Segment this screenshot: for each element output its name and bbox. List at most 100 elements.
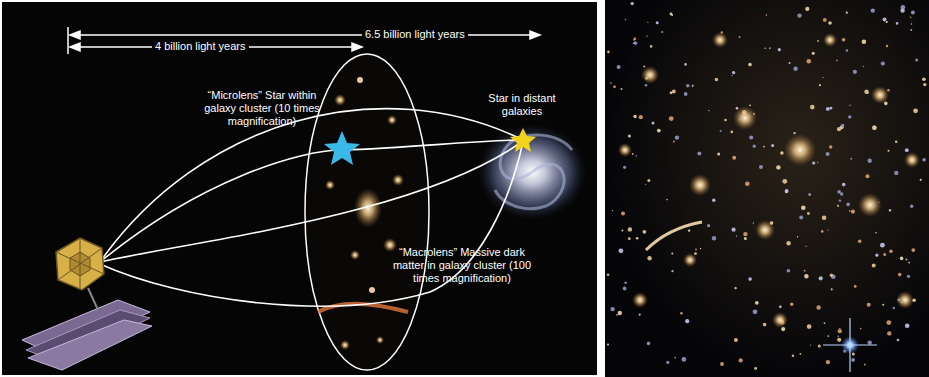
photo-galaxy [805, 7, 809, 11]
photo-galaxy [643, 230, 647, 234]
photo-galaxy [812, 52, 815, 55]
photo-galaxy [652, 121, 655, 124]
photo-galaxy [894, 171, 898, 175]
photo-galaxy [753, 309, 758, 314]
photo-galaxy [829, 145, 832, 148]
photo-galaxy [793, 67, 797, 71]
photo-galaxy [886, 320, 891, 325]
photo-galaxy [633, 115, 636, 118]
photo-galaxy [850, 158, 852, 160]
photo-galaxy [922, 77, 926, 81]
photo-galaxy [776, 165, 780, 169]
photo-galaxy [807, 324, 812, 329]
photo-galaxy [785, 189, 789, 193]
photo-galaxy [759, 165, 763, 169]
photo-galaxy [784, 134, 816, 166]
photo-galaxy [817, 162, 818, 163]
photo-galaxy [848, 115, 851, 118]
photo-galaxy [753, 145, 756, 148]
photo-galaxy [639, 314, 641, 316]
photo-galaxy [904, 152, 920, 168]
photo-galaxy [860, 328, 862, 330]
photo-galaxy [819, 84, 821, 86]
photo-galaxy [837, 205, 839, 207]
photo-galaxy [830, 107, 833, 110]
photo-galaxy [766, 14, 768, 16]
photo-galaxy [755, 301, 759, 305]
photo-galaxy [675, 135, 679, 139]
photo-galaxy [621, 88, 623, 90]
photo-galaxy [745, 181, 750, 186]
photo-galaxy [670, 91, 673, 94]
photo-galaxy [821, 230, 824, 233]
photo-galaxy [688, 229, 690, 231]
photo-galaxy [910, 29, 912, 31]
photo-galaxy [881, 61, 885, 65]
photo-galaxy [826, 152, 830, 156]
photo-galaxy [823, 18, 827, 22]
photo-galaxy [839, 199, 841, 201]
photo-galaxy [683, 253, 697, 267]
photo-galaxy [853, 70, 857, 74]
photo-galaxy [800, 353, 802, 355]
photo-galaxy [911, 10, 915, 14]
photo-galaxy [900, 8, 904, 12]
photo-galaxy [625, 19, 627, 21]
photo-galaxy [789, 62, 791, 64]
photo-galaxy [849, 105, 850, 106]
photo-galaxy [724, 119, 727, 122]
photo-galaxy [734, 338, 738, 342]
photo-galaxy [715, 78, 718, 81]
photo-galaxy [610, 82, 611, 83]
photo-galaxy [612, 210, 613, 211]
photo-galaxy [671, 252, 673, 254]
photo-galaxy [712, 199, 715, 202]
photo-galaxy [822, 77, 823, 78]
photo-galaxy [851, 210, 855, 214]
photo-galaxy [887, 331, 891, 335]
photo-galaxy [797, 13, 801, 17]
photo-galaxy [682, 357, 687, 362]
photo-galaxy [754, 367, 757, 370]
photo-galaxy [812, 161, 815, 164]
photo-galaxy [827, 335, 829, 337]
photo-galaxy [647, 22, 648, 23]
photo-galaxy [744, 237, 747, 240]
macrolens-label: “Macrolens” Massive dark matter in galax… [387, 246, 537, 285]
photo-galaxy [915, 58, 918, 61]
photo-galaxy [647, 179, 650, 182]
photo-galaxy [734, 287, 736, 289]
photo-galaxy [908, 262, 910, 264]
photo-galaxy [826, 107, 830, 111]
photo-galaxy [624, 282, 627, 285]
photo-galaxy [886, 45, 888, 47]
photo-galaxy [700, 248, 701, 249]
distant-star [510, 128, 536, 152]
photo-galaxy [810, 345, 811, 346]
photo-galaxy [864, 364, 866, 366]
photo-galaxy [763, 146, 765, 148]
photo-galaxy [736, 235, 737, 236]
photo-galaxy [771, 144, 774, 147]
photo-galaxy [837, 338, 841, 342]
photo-galaxy [786, 241, 790, 245]
photo-galaxy [816, 305, 820, 309]
photo-galaxy [851, 358, 855, 362]
photo-galaxy [748, 63, 752, 67]
photo-galaxy [804, 270, 806, 272]
photo-galaxy [732, 71, 735, 74]
photo-galaxy [801, 205, 806, 210]
photo-galaxy [846, 12, 848, 14]
photo-galaxy [880, 243, 885, 248]
photo-galaxy [641, 66, 659, 84]
photo-galaxy [617, 65, 621, 69]
photo-galaxy [831, 288, 833, 290]
photo-galaxy [707, 224, 710, 227]
photo-galaxy [607, 51, 610, 54]
photo-galaxy [872, 264, 876, 268]
photo-galaxy [689, 174, 711, 196]
photo-galaxy [906, 259, 908, 261]
photo-galaxy [607, 344, 609, 346]
photo-galaxy [836, 60, 838, 62]
